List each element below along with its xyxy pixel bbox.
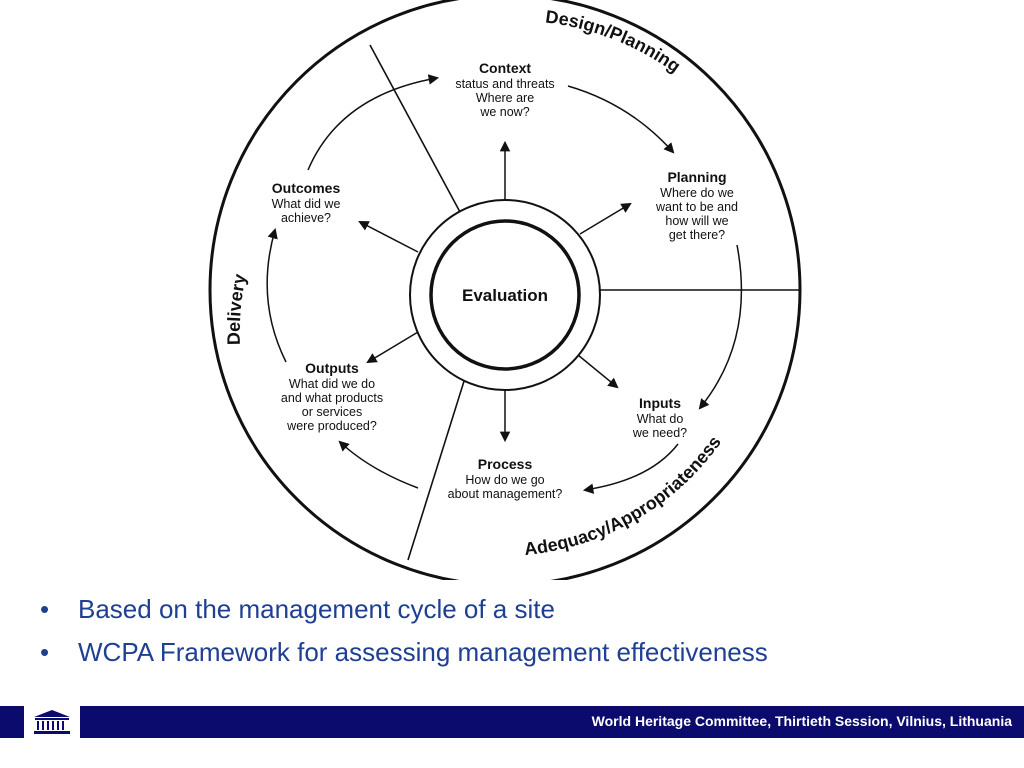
- bullet-item: • Based on the management cycle of a sit…: [40, 588, 1010, 631]
- stage-line: achieve?: [281, 211, 331, 225]
- stage-line: and what products: [281, 391, 383, 405]
- stage-line: about management?: [448, 487, 563, 501]
- bullet-text: Based on the management cycle of a site: [78, 594, 555, 624]
- stage-line: we need?: [632, 426, 687, 440]
- center-inner-ring: [429, 219, 581, 371]
- bullet-text: WCPA Framework for assessing management …: [78, 637, 768, 667]
- arrow-to-outcomes: [358, 221, 419, 253]
- divider-adequacy-delivery: [407, 377, 466, 561]
- arrow-to-inputs: [577, 354, 619, 389]
- arrow-to-outputs: [366, 331, 419, 364]
- stage-title: Process: [478, 456, 533, 472]
- bullet-dot: •: [40, 637, 50, 667]
- stage-line: how will we: [665, 214, 728, 228]
- bullet-item: • WCPA Framework for assessing managemen…: [40, 631, 1010, 674]
- stage-title: Context: [479, 60, 531, 76]
- bullet-dot: •: [40, 594, 50, 624]
- bullet-list: • Based on the management cycle of a sit…: [40, 588, 1010, 674]
- stage-context: Context status and threats Where are we …: [455, 60, 554, 119]
- stage-process: Process How do we go about management?: [448, 456, 563, 501]
- stage-line: get there?: [669, 228, 725, 242]
- stage-line: or services: [302, 405, 362, 419]
- cycle-arrow-outputs-outcomes: [266, 227, 287, 363]
- management-cycle-diagram: Evaluation Design/Planning Adequacy/Appr…: [208, 0, 802, 580]
- stage-title: Outputs: [305, 360, 359, 376]
- stage-line: Where are: [476, 91, 534, 105]
- stage-line: want to be and: [655, 200, 738, 214]
- divider-delivery-design: [369, 44, 461, 213]
- unesco-temple-icon: [34, 710, 70, 734]
- stage-line: What did we: [272, 197, 341, 211]
- cycle-arrow-planning-inputs: [698, 244, 743, 410]
- footer-caption: World Heritage Committee, Thirtieth Sess…: [591, 713, 1012, 729]
- cycle-arrow-process-outputs: [338, 440, 419, 489]
- stage-line: status and threats: [455, 77, 554, 91]
- stage-inputs: Inputs What do we need?: [632, 395, 687, 440]
- footer-bar: World Heritage Committee, Thirtieth Sess…: [0, 706, 1024, 738]
- stage-outcomes: Outcomes What did we achieve?: [272, 180, 341, 225]
- stage-title: Planning: [667, 169, 726, 185]
- center-label: Evaluation: [462, 286, 548, 305]
- stage-line: Where do we: [660, 186, 734, 200]
- unesco-logo: [24, 706, 80, 738]
- stage-line: What do: [637, 412, 684, 426]
- cycle-arrow-inputs-process: [582, 443, 679, 494]
- stage-outputs: Outputs What did we do and what products…: [281, 360, 383, 433]
- arc-label-delivery: Delivery: [224, 272, 250, 345]
- arrow-to-planning: [579, 202, 632, 235]
- stage-title: Inputs: [639, 395, 681, 411]
- stage-title: Outcomes: [272, 180, 341, 196]
- stage-line: How do we go: [465, 473, 544, 487]
- stage-line: What did we do: [289, 377, 375, 391]
- stage-line: were produced?: [286, 419, 377, 433]
- stage-planning: Planning Where do we want to be and how …: [655, 169, 738, 242]
- cycle-arrow-context-planning: [567, 85, 675, 154]
- stage-line: we now?: [479, 105, 529, 119]
- cycle-arrow-outcomes-context: [307, 74, 440, 171]
